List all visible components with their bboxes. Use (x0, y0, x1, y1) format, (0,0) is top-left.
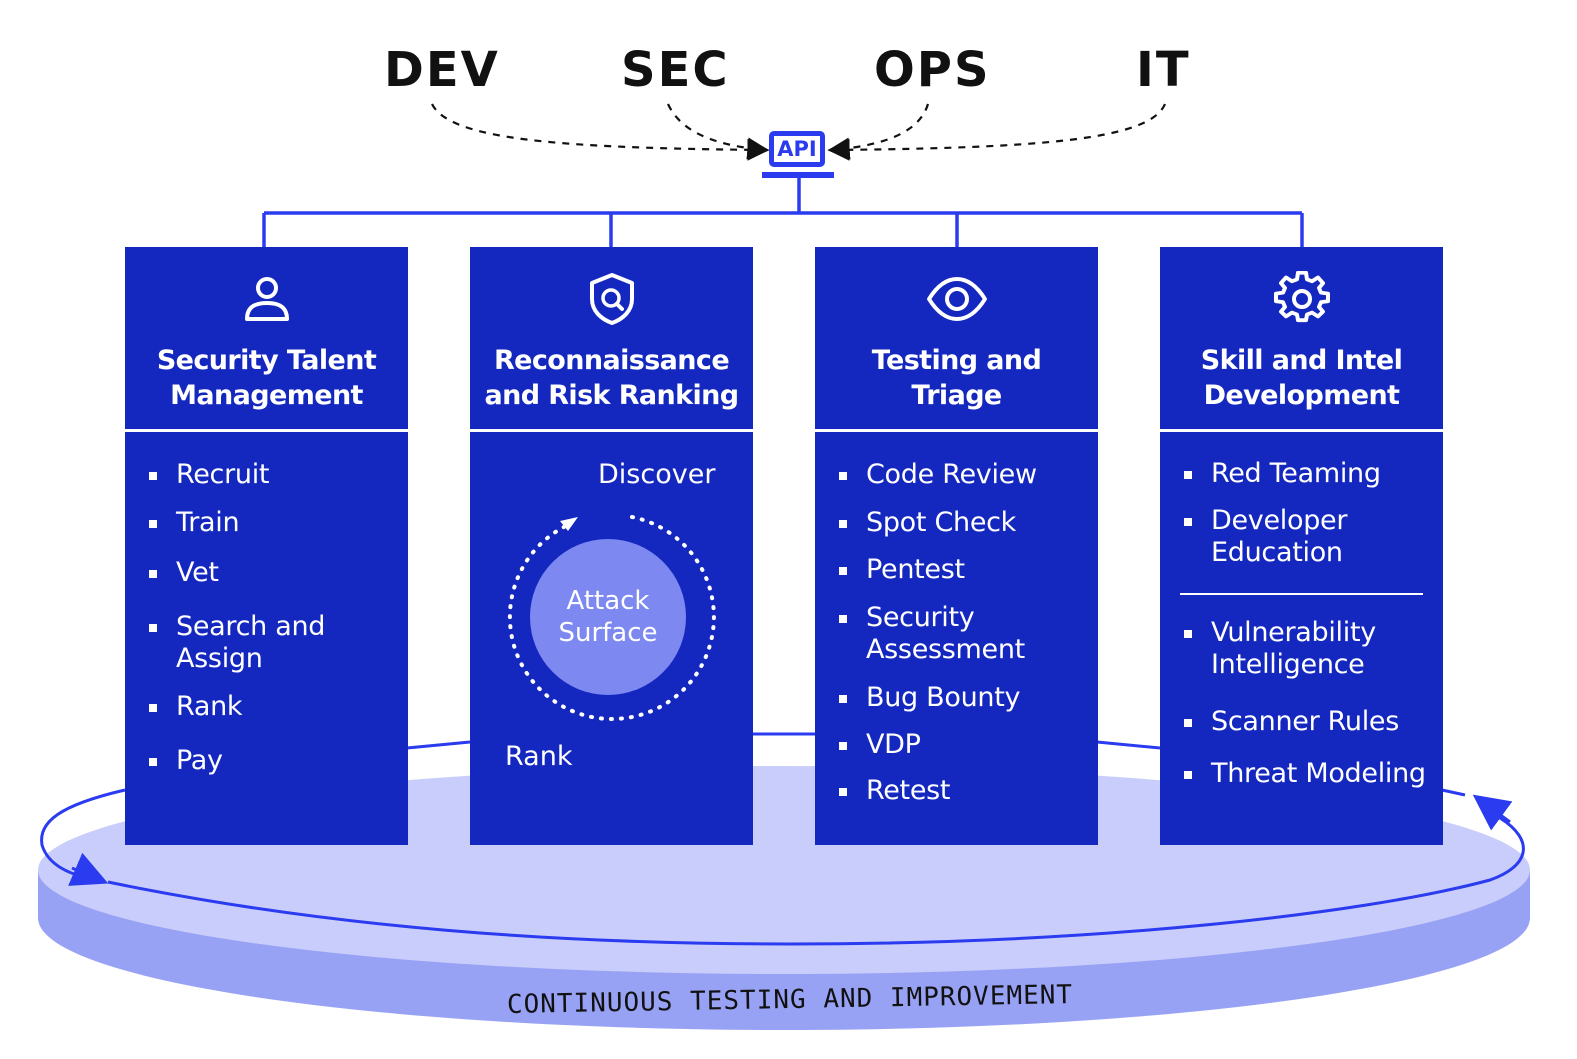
list-item: Vulnerability Intelligence (1184, 617, 1401, 681)
team-arrows (431, 103, 1167, 161)
card-title: Testing and Triage (871, 345, 1042, 411)
list-item: Code Review (839, 459, 1091, 491)
list-item: Threat Modeling (1184, 758, 1436, 790)
list-item: Bug Bounty (839, 682, 1091, 714)
api-connector (262, 178, 1304, 248)
eye-icon (815, 271, 1098, 327)
list-item: Search and Assign (149, 611, 346, 675)
cycle-dotted-ring (507, 515, 716, 721)
team-label-dev: DEV (384, 42, 500, 98)
list-item: Security Assessment (839, 602, 1046, 666)
section-divider (1180, 593, 1423, 595)
discover-label: Discover (598, 459, 716, 490)
card-title: Security Talent Management (156, 345, 377, 411)
card-divider (815, 429, 1098, 432)
attack-surface-circle: Attack Surface (530, 539, 686, 695)
orbit-arrow-right (1472, 794, 1513, 831)
card-security-talent-management: Security Talent Management Recruit Train… (125, 247, 408, 845)
team-label-ops: OPS (874, 42, 991, 98)
card-divider (470, 429, 753, 432)
shield-search-icon (470, 271, 753, 327)
list-item: VDP (839, 729, 1091, 761)
list-item: Spot Check (839, 507, 1091, 539)
api-laptop-base (762, 172, 834, 178)
card-title: Skill and Intel Development (1200, 345, 1403, 411)
user-icon (125, 271, 408, 327)
list-item: Retest (839, 775, 1091, 807)
list-item: Rank (149, 691, 401, 723)
list-item: Scanner Rules (1184, 706, 1436, 738)
card-skill-intel-development: Skill and Intel Development Red Teaming … (1160, 247, 1443, 845)
card-divider (125, 429, 408, 432)
list-item: Red Teaming (1184, 458, 1436, 490)
list-item: Pentest (839, 554, 1091, 586)
platform (38, 766, 1530, 1030)
list-item: Developer Education (1184, 505, 1381, 569)
team-label-sec: SEC (621, 42, 730, 98)
card-title: Reconnaissance and Risk Ranking (484, 345, 739, 411)
card-testing-triage: Testing and Triage Code Review Spot Chec… (815, 247, 1098, 845)
list-item: Pay (149, 745, 401, 777)
card-reconnaissance-risk-ranking: Reconnaissance and Risk Ranking Discover… (470, 247, 753, 845)
rank-label: Rank (505, 741, 573, 772)
list-item: Vet (149, 557, 401, 589)
cycle-arrow-icon (560, 517, 578, 531)
list-item: Recruit (149, 459, 401, 491)
team-label-it: IT (1136, 42, 1191, 98)
list-item: Train (149, 507, 401, 539)
orbit-arrow-left (68, 852, 109, 886)
api-laptop-icon: API (769, 131, 825, 167)
card-divider (1160, 429, 1443, 432)
gear-icon (1160, 270, 1443, 327)
api-label: API (777, 137, 817, 161)
